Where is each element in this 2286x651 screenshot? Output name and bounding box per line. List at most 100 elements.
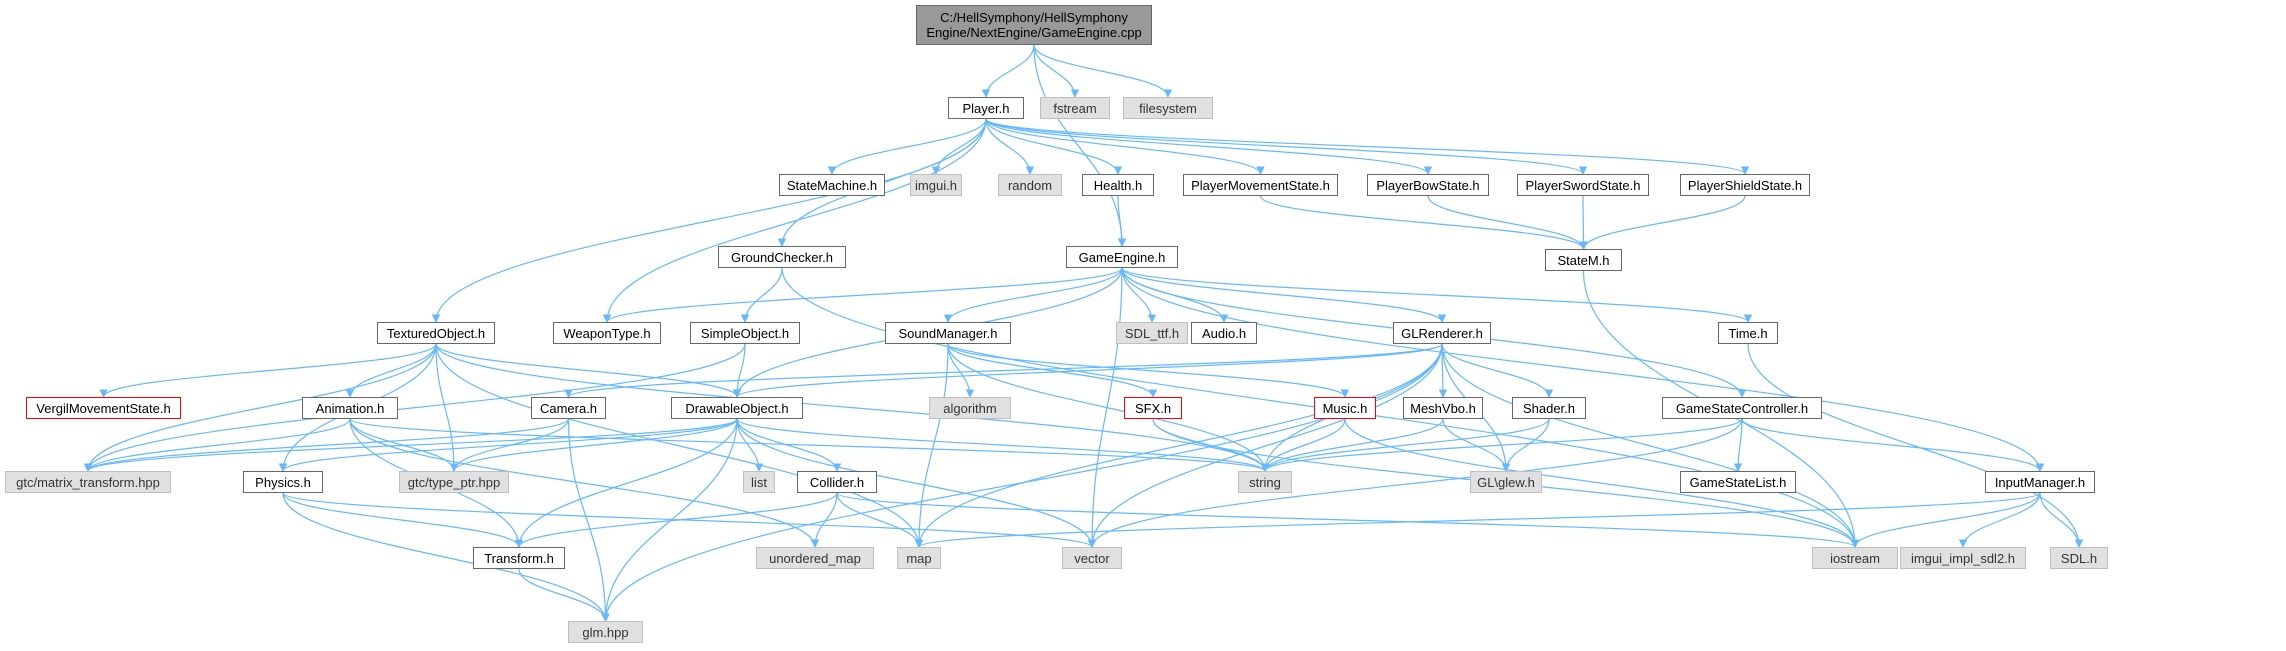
edge-health-to-gameengine — [1117, 195, 1127, 247]
node-algorithm: algorithm — [929, 397, 1011, 419]
edge-drawable-to-vector — [736, 418, 1097, 548]
edge-gameengine-to-glrenderer — [1121, 267, 1447, 323]
edge-drawable-to-collider — [736, 418, 842, 472]
edge-root-to-filesystem — [1033, 44, 1173, 98]
edge-drawable-to-physics — [278, 418, 738, 472]
node-soundmanager[interactable]: SoundManager.h — [885, 322, 1011, 344]
edge-player-to-texturedobject — [431, 118, 987, 323]
node-gtcmatrix: gtc/matrix_transform.hpp — [5, 471, 171, 493]
node-random: random — [998, 174, 1062, 196]
node-statem[interactable]: StateM.h — [1545, 249, 1622, 271]
edge-texturedobject-to-string — [435, 343, 1270, 472]
node-player[interactable]: Player.h — [948, 97, 1024, 119]
node-weapontype[interactable]: WeaponType.h — [553, 322, 661, 344]
edge-soundmanager-to-music — [947, 343, 1350, 398]
node-string: string — [1238, 471, 1292, 493]
edge-drawable-to-list — [736, 418, 764, 472]
edge-player-to-pshieldstate — [985, 118, 1749, 175]
edge-gameengine-to-inputmanager — [1121, 267, 2045, 472]
edge-texturedobject-to-animation — [345, 343, 437, 398]
edge-player-to-weapontype — [602, 118, 987, 323]
node-sdlttf: SDL_ttf.h — [1116, 322, 1188, 344]
node-imgui: imgui.h — [910, 174, 962, 196]
node-glm: glm.hpp — [568, 621, 643, 643]
node-glrenderer[interactable]: GLRenderer.h — [1393, 322, 1491, 344]
node-gslist[interactable]: GameStateList.h — [1680, 471, 1796, 493]
node-physics[interactable]: Physics.h — [243, 471, 323, 493]
node-vergil[interactable]: VergilMovementState.h — [26, 397, 181, 419]
node-drawable[interactable]: DrawableObject.h — [671, 397, 803, 419]
edge-player-to-statemachine — [827, 118, 987, 175]
node-shader[interactable]: Shader.h — [1512, 397, 1586, 419]
edge-animation-to-unorderedmap — [349, 418, 820, 548]
edge-player-to-pmovestate — [985, 118, 1265, 175]
edge-inputmanager-to-sdl — [2039, 492, 2084, 548]
edge-animation-to-string — [349, 418, 1269, 472]
edge-player-to-random — [985, 118, 1035, 175]
edge-player-to-pswordstate — [985, 118, 1588, 175]
edge-root-to-player — [981, 44, 1035, 98]
edge-drawable-to-string — [736, 418, 1270, 472]
edge-gsc-to-string — [1260, 418, 1743, 472]
edge-glrenderer-to-drawable — [733, 343, 1443, 398]
edge-meshvbo-to-string — [1260, 418, 1444, 472]
node-imguisdl: imgui_impl_sdl2.h — [1900, 547, 2026, 569]
edge-pbowstate-to-statem — [1427, 195, 1588, 250]
edge-camera-to-glm — [567, 418, 610, 622]
edge-transform-to-glm — [518, 568, 610, 622]
node-camera[interactable]: Camera.h — [531, 397, 606, 419]
node-collider[interactable]: Collider.h — [797, 471, 877, 493]
node-transform[interactable]: Transform.h — [473, 547, 565, 569]
edge-root-to-gameengine — [1033, 44, 1127, 247]
node-groundchecker[interactable]: GroundChecker.h — [718, 246, 846, 268]
node-sfx[interactable]: SFX.h — [1124, 397, 1182, 419]
node-statemachine[interactable]: StateMachine.h — [779, 174, 885, 196]
edge-gsc-to-vector — [1087, 418, 1743, 548]
edge-music-to-iostream — [1344, 418, 1860, 548]
edge-glrenderer-to-shader — [1441, 343, 1554, 398]
node-root: C:/HellSymphony/HellSymphony Engine/Next… — [916, 5, 1152, 45]
node-audio[interactable]: Audio.h — [1191, 322, 1257, 344]
edge-soundmanager-to-sfx — [947, 343, 1158, 398]
node-fstream: fstream — [1040, 97, 1110, 119]
node-music[interactable]: Music.h — [1314, 397, 1376, 419]
node-pmovestate[interactable]: PlayerMovementState.h — [1183, 174, 1338, 196]
edge-simpleobject-to-gtcmatrix — [83, 343, 746, 472]
edge-player-to-pbowstate — [985, 118, 1433, 175]
node-inputmanager[interactable]: InputManager.h — [1985, 471, 2095, 493]
node-texturedobject[interactable]: TexturedObject.h — [377, 322, 495, 344]
edge-collider-to-iostream — [836, 492, 1859, 548]
node-animation[interactable]: Animation.h — [302, 397, 398, 419]
edge-glrenderer-to-map — [914, 343, 1443, 548]
edge-collider-to-transform — [514, 492, 838, 548]
edge-shader-to-glew — [1501, 418, 1550, 472]
edge-texturedobject-to-drawable — [435, 343, 742, 398]
edge-time-to-sdl — [1747, 343, 2084, 548]
node-health[interactable]: Health.h — [1082, 174, 1154, 196]
edge-pswordstate-to-statem — [1579, 195, 1588, 250]
edge-soundmanager-to-map — [914, 343, 949, 548]
edge-pmovestate-to-statem — [1259, 195, 1588, 250]
node-meshvbo[interactable]: MeshVbo.h — [1403, 397, 1483, 419]
node-glew: GL\glew.h — [1470, 471, 1542, 493]
edge-player-to-health — [985, 118, 1123, 175]
node-vector: vector — [1062, 547, 1122, 569]
node-gsc[interactable]: GameStateController.h — [1662, 397, 1822, 419]
node-list: list — [743, 471, 775, 493]
node-pshieldstate[interactable]: PlayerShieldState.h — [1680, 174, 1810, 196]
node-gameengine[interactable]: GameEngine.h — [1066, 246, 1178, 268]
edge-soundmanager-to-algorithm — [947, 343, 975, 398]
edge-groundchecker-to-simpleobject — [740, 267, 783, 323]
edge-player-to-imgui — [931, 118, 987, 175]
node-pbowstate[interactable]: PlayerBowState.h — [1367, 174, 1489, 196]
node-sdl: SDL.h — [2050, 547, 2108, 569]
node-simpleobject[interactable]: SimpleObject.h — [690, 322, 800, 344]
node-pswordstate[interactable]: PlayerSwordState.h — [1517, 174, 1649, 196]
edge-drawable-to-gtctype — [449, 418, 738, 472]
edge-texturedobject-to-gtctype — [435, 343, 459, 472]
edge-soundmanager-to-string — [947, 343, 1270, 472]
node-time[interactable]: Time.h — [1718, 322, 1778, 344]
node-unorderedmap: unordered_map — [756, 547, 874, 569]
edge-inputmanager-to-iostream — [1850, 492, 2041, 548]
edge-texturedobject-to-vergil — [99, 343, 437, 398]
